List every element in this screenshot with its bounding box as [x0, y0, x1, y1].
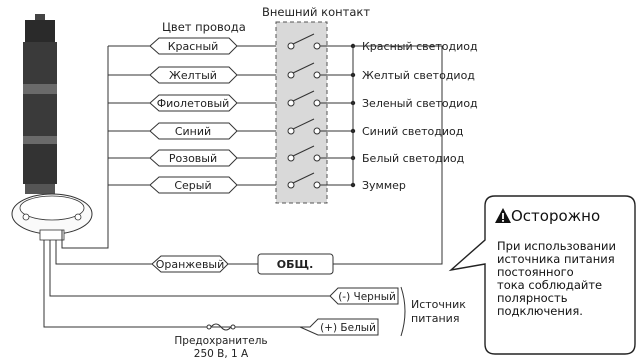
output-label: Синий светодиод [362, 125, 464, 138]
wire-color-header: Цвет провода [162, 20, 246, 34]
wire-color-label: Фиолетовый [157, 97, 230, 110]
common-return [333, 45, 443, 265]
switch-contact [287, 90, 356, 107]
fuse-label-line1: Предохранитель [174, 335, 267, 347]
external-contact-box [275, 21, 328, 204]
wire-bundle [43, 46, 320, 328]
output-label: Желтый светодиод [362, 69, 475, 82]
caution-line: подключения. [497, 304, 583, 318]
wire-row: Синий [108, 122, 288, 140]
wire-color-label: Синий [175, 125, 211, 138]
caution-line: постоянного [497, 265, 574, 279]
caution-title: Осторожно [511, 207, 601, 225]
switch-contact [287, 62, 356, 79]
external-contact-header: Внешний контакт [262, 5, 370, 19]
power-source-line2: питания [411, 312, 459, 325]
orange-wire-label: Оранжевый [156, 258, 225, 271]
wire-color-label: Красный [168, 40, 219, 53]
output-label: Белый светодиод [362, 152, 465, 165]
caution-line: тока соблюдайте [497, 278, 603, 292]
caution-line: источника питания [497, 252, 615, 266]
switch-contact [287, 33, 356, 50]
common-terminal-label: ОБЩ. [277, 258, 314, 271]
common-terminal: ОБЩ. [257, 253, 334, 275]
output-label: Зеленый светодиод [362, 97, 478, 110]
wire-row: Красный [108, 37, 288, 55]
caution-line: полярность [497, 291, 568, 305]
fuse-label-line2: 250 В, 1 А [194, 348, 249, 360]
black-wire-label: (-) Черный [338, 291, 396, 303]
output-label: Зуммер [362, 179, 406, 192]
fuse-icon [206, 323, 236, 331]
wire-color-label: Розовый [169, 152, 217, 165]
wire-row: Фиолетовый [108, 94, 288, 112]
white-wire-label: (+) Белый [320, 322, 376, 334]
wire-row: Розовый [108, 149, 288, 167]
caution-line: При использовании [497, 239, 616, 253]
power-source-bracket [400, 286, 406, 337]
power-source-line1: Источник [411, 298, 466, 311]
caution-callout [448, 195, 636, 355]
white-wire: (+) Белый [240, 318, 379, 336]
black-wire: (-) Черный [320, 287, 399, 305]
wire-row: Желтый [108, 66, 288, 84]
orange-wire: Оранжевый [142, 255, 258, 273]
wire-color-label: Желтый [169, 69, 217, 82]
wire-row: Серый [108, 176, 288, 194]
signal-tower [11, 14, 93, 241]
warning-triangle-icon [495, 208, 511, 223]
switch-contact [287, 172, 356, 189]
wire-color-label: Серый [174, 179, 211, 192]
